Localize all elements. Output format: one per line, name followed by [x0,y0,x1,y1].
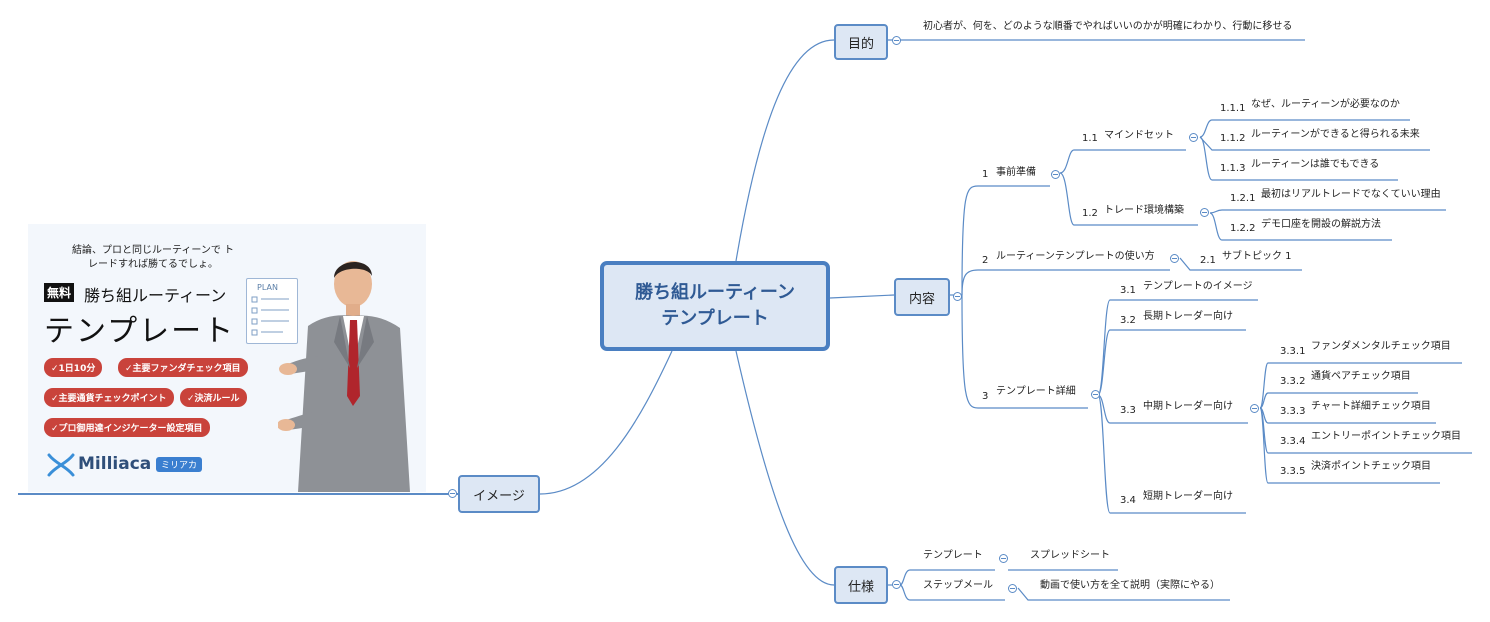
node-3-2[interactable]: 長期トレーダー向け [1143,311,1233,322]
node-1-1-1[interactable]: なぜ、ルーティーンが必要なのか [1251,99,1400,110]
collapse-image-icon[interactable] [448,489,457,498]
node-3-3[interactable]: 中期トレーダー向け [1143,401,1233,412]
pill-5: ✓プロ御用達インジケーター設定項目 [44,418,210,437]
logo-text: Milliaca [78,454,152,474]
pill-2: ✓主要ファンダチェック項目 [118,358,248,377]
num-3-3-1: 3.3.1 [1280,346,1306,357]
pill-3: ✓主要通貨チェックポイント [44,388,174,407]
node-3-3-1[interactable]: ファンダメンタルチェック項目 [1311,341,1451,352]
node-3-3-2[interactable]: 通貨ペアチェック項目 [1311,371,1411,382]
card-title: テンプレート [44,314,236,349]
collapse-3-3-icon[interactable] [1250,404,1259,413]
node-2-1[interactable]: サブトピック 1 [1222,251,1292,262]
link-image [539,350,673,495]
topic-spec-label: 仕様 [847,579,874,595]
num-3: 3 [982,391,989,402]
num-1-1-3: 1.1.3 [1220,163,1246,174]
central-topic[interactable]: 勝ち組ルーティーン テンプレート [600,261,830,351]
node-3-4[interactable]: 短期トレーダー向け [1143,491,1233,502]
collapse-2-icon[interactable] [1170,254,1179,263]
node-3[interactable]: テンプレート詳細 [996,386,1076,397]
node-1-2-2[interactable]: デモ口座を開設の解説方法 [1261,219,1381,230]
collapse-spec-icon[interactable] [892,580,901,589]
num-1-1-1: 1.1.1 [1220,103,1246,114]
num-3-1: 3.1 [1120,285,1136,296]
collapse-3-icon[interactable] [1091,390,1100,399]
num-1: 1 [982,169,989,180]
topic-image-label: イメージ [473,488,525,504]
card-subtitle: 勝ち組ルーティーン [84,286,227,305]
topic-content[interactable]: 内容 [894,278,950,316]
topic-image[interactable]: イメージ [458,475,540,513]
spec-template[interactable]: テンプレート [923,550,983,561]
topic-purpose-label: 目的 [847,36,874,52]
spec-step-mail-child[interactable]: 動画で使い方を全て説明（実際にやる） [1040,580,1220,591]
num-3-3-2: 3.3.2 [1280,376,1306,387]
node-3-3-4[interactable]: エントリーポイントチェック項目 [1311,431,1461,442]
collapse-content-icon[interactable] [953,292,962,301]
topic-spec[interactable]: 仕様 [834,566,888,604]
num-1-1: 1.1 [1082,133,1098,144]
pill-4: ✓決済ルール [180,388,247,407]
num-2: 2 [982,255,989,266]
node-1[interactable]: 事前準備 [996,167,1036,178]
spec-template-child[interactable]: スプレッドシート [1030,550,1110,561]
num-1-2-2: 1.2.2 [1230,223,1256,234]
num-1-1-2: 1.1.2 [1220,133,1246,144]
collapse-spec-step-mail-icon[interactable] [1008,584,1017,593]
collapse-purpose-icon[interactable] [892,36,901,45]
collapse-spec-template-icon[interactable] [999,554,1008,563]
link-content [829,294,895,299]
node-3-3-5[interactable]: 決済ポイントチェック項目 [1311,461,1431,472]
node-1-1-3[interactable]: ルーティーンは誰でもできる [1251,159,1380,170]
pill-1: ✓1日10分 [44,358,103,377]
collapse-1-icon[interactable] [1051,170,1060,179]
num-1-2-1: 1.2.1 [1230,193,1256,204]
num-3-3-5: 3.3.5 [1280,466,1306,477]
topic-content-label: 内容 [908,291,935,307]
num-2-1: 2.1 [1200,255,1216,266]
node-1-2-1[interactable]: 最初はリアルトレードでなくていい理由 [1261,189,1441,200]
topic-purpose[interactable]: 目的 [834,24,888,60]
central-topic-line1: 勝ち組ルーティーン [634,282,796,303]
node-1-2[interactable]: トレード環境構築 [1104,205,1184,216]
spec-step-mail[interactable]: ステップメール [923,580,993,591]
logo-badge: ミリアカ [156,457,203,472]
node-2[interactable]: ルーティーンテンプレートの使い方 [996,251,1155,262]
num-3-4: 3.4 [1120,495,1136,506]
num-3-3-4: 3.3.4 [1280,436,1306,447]
purpose-note: 初心者が、何を、どのような順番でやればいいのかが明確にわかり、行動に移せる [923,21,1293,32]
num-3-2: 3.2 [1120,315,1136,326]
num-3-3-3: 3.3.3 [1280,406,1306,417]
milliaca-logo-icon [47,453,75,477]
central-topic-line2: テンプレート [661,308,769,329]
num-1-2: 1.2 [1082,208,1098,219]
node-3-3-3[interactable]: チャート詳細チェック項目 [1311,401,1431,412]
node-3-1[interactable]: テンプレートのイメージ [1143,281,1253,292]
plan-label: PLAN [257,283,278,292]
num-3-3: 3.3 [1120,405,1136,416]
plan-checklist-icon: PLAN [246,278,298,344]
link-spec [735,350,835,586]
collapse-1-2-icon[interactable] [1200,208,1209,217]
link-purpose [735,39,835,262]
collapse-1-1-icon[interactable] [1189,133,1198,142]
free-badge: 無料 [44,283,75,302]
image-card: 結論、プロと同じルーティーンで トレードすれば勝てるでしょ。 無料 勝ち組ルーテ… [28,224,426,492]
card-caption: 結論、プロと同じルーティーンで トレードすれば勝てるでしょ。 [71,245,235,270]
node-1-1-2[interactable]: ルーティーンができると得られる未来 [1251,129,1420,140]
presenter-photo [278,261,410,492]
node-1-1[interactable]: マインドセット [1104,130,1174,141]
